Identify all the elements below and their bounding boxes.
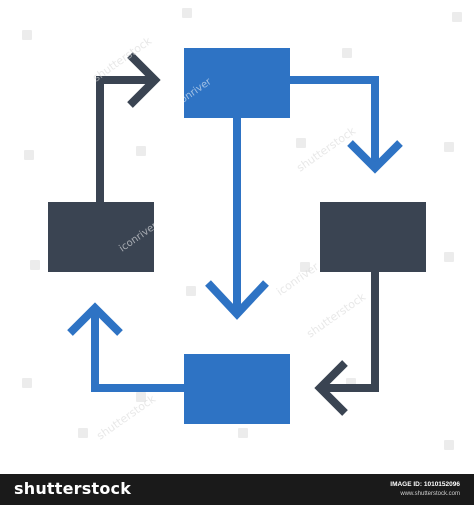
- workflow-diagram: iconriver iconriver shutterstock shutter…: [22, 8, 462, 450]
- right-to-bottom-head: [314, 360, 348, 416]
- left-box: [48, 202, 154, 272]
- bottom-to-left-arrow: [67, 302, 185, 392]
- right-to-bottom-line: [320, 272, 379, 392]
- left-to-top-arrow: [96, 52, 161, 202]
- top-down-arrow: [205, 118, 269, 320]
- watermark-pattern: [22, 8, 462, 450]
- right-to-bottom-arrow: [314, 272, 379, 416]
- left-to-top-line: [96, 76, 155, 202]
- watermark-author: iconriver: [274, 260, 321, 299]
- stock-footer: shutterstock IMAGE ID: 1010152096 www.sh…: [0, 474, 474, 505]
- image-id: IMAGE ID: 1010152096: [390, 481, 460, 488]
- bottom-to-left-line: [91, 308, 185, 392]
- top-down-head: [205, 280, 269, 320]
- shutterstock-logo: shutterstock: [14, 479, 132, 498]
- left-to-top-head: [127, 52, 161, 108]
- watermark-site: shutterstock: [94, 392, 158, 442]
- top-to-right-line: [290, 76, 379, 168]
- source-url: www.shutterstock.com: [400, 491, 460, 497]
- watermark-site: shutterstock: [294, 124, 358, 174]
- workflow-cycle-icon: iconriver iconriver shutterstock shutter…: [22, 8, 462, 450]
- bottom-to-left-head: [67, 302, 123, 336]
- right-box: [320, 202, 426, 272]
- bottom-box: [184, 354, 290, 424]
- top-box: [184, 48, 290, 118]
- top-to-right-arrow: [290, 76, 403, 174]
- watermark-site: shutterstock: [304, 290, 368, 340]
- top-to-right-head: [347, 140, 403, 174]
